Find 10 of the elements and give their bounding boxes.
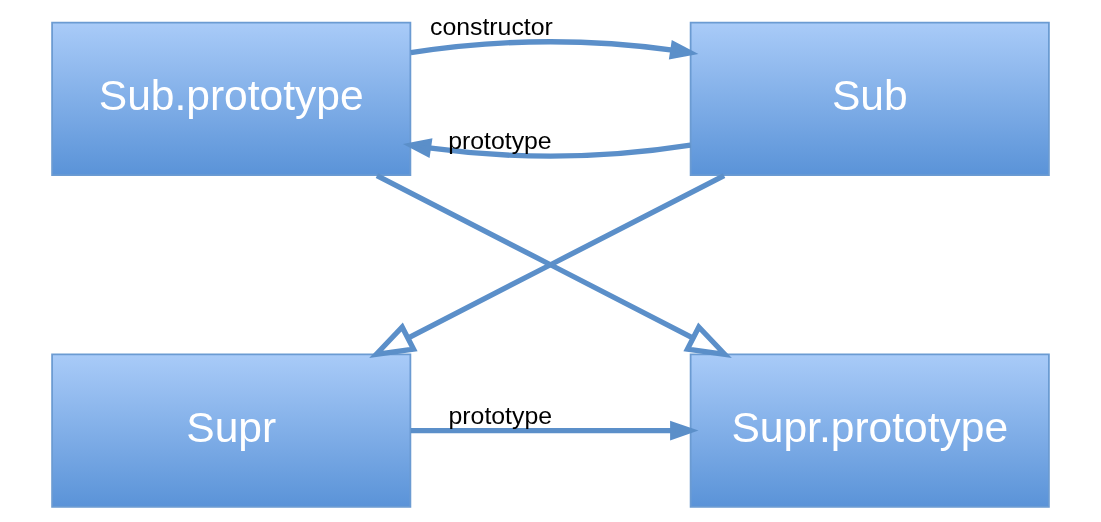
- arrow: [410, 39, 699, 60]
- arrow: [410, 420, 699, 441]
- edge-label: constructor: [430, 12, 553, 40]
- node-box: Sub.prototype: [51, 21, 412, 177]
- node-box: Supr: [51, 353, 412, 508]
- node-box: Sub: [689, 21, 1050, 177]
- edge-label: prototype: [448, 401, 553, 429]
- edge-label: prototype: [448, 127, 552, 155]
- node-box: Supr.prototype: [689, 353, 1050, 508]
- arrow: [402, 138, 691, 159]
